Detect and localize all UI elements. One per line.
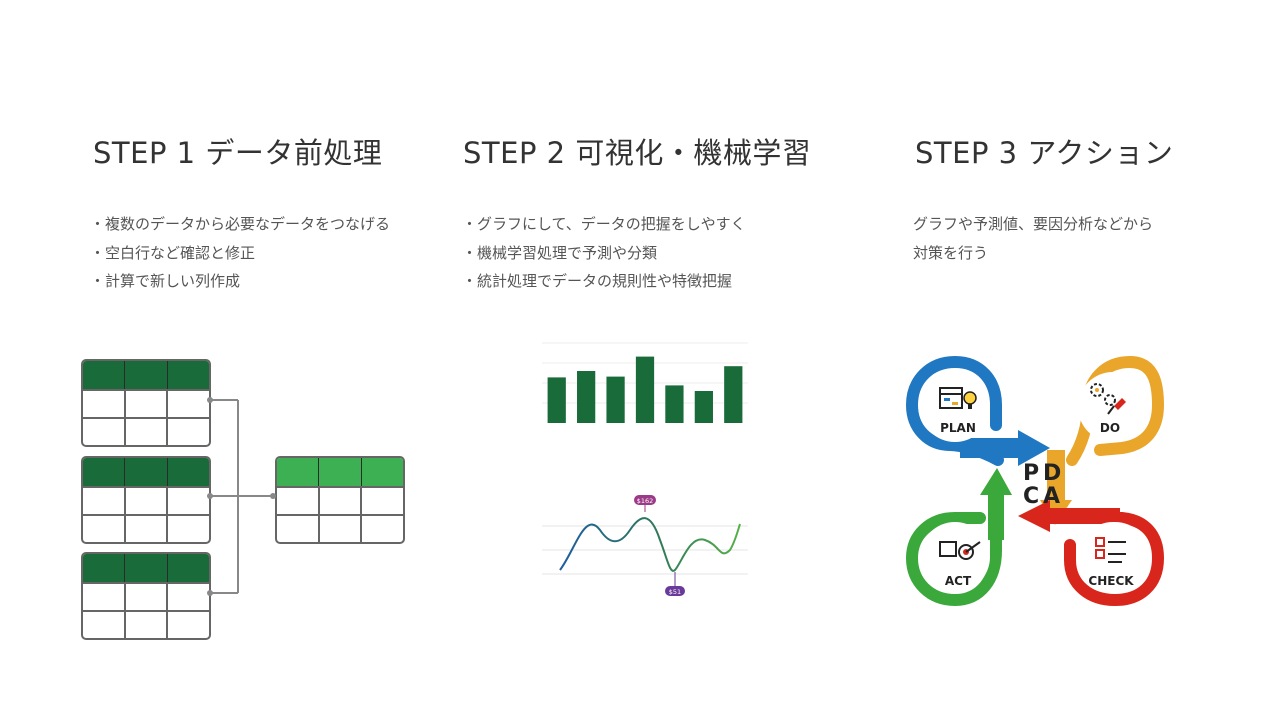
center-letter-p: P [1023, 461, 1039, 486]
annotation-low: $51 [665, 572, 685, 596]
plan-icon [939, 387, 977, 409]
center-letter-d: D [1043, 461, 1061, 486]
bar [606, 376, 625, 423]
act-label: ACT [945, 574, 972, 588]
annotation-high: $162 [634, 495, 656, 512]
source-table-2 [81, 456, 211, 544]
step3-description: グラフや予測値、要因分析などから 対策を行う [913, 210, 1153, 267]
bar [665, 385, 684, 423]
bar [547, 377, 566, 423]
svg-text:$51: $51 [669, 588, 681, 596]
svg-text:$162: $162 [637, 497, 654, 505]
step3-desc-line: グラフや予測値、要因分析などから [913, 215, 1154, 233]
bar [724, 366, 743, 423]
step1-bullet: ・計算で新しい列作成 [90, 272, 241, 290]
bar [577, 371, 596, 423]
target-icon [939, 541, 981, 560]
merged-table [275, 456, 405, 544]
step2-bullet: ・機械学習処理で予測や分類 [462, 243, 658, 262]
step3-desc-line: 対策を行う [913, 243, 989, 262]
step2-bullet: ・統計処理でデータの規則性や特徴把握 [462, 272, 733, 290]
step1-title: STEP 1 データ前処理 [93, 136, 383, 170]
source-table-1 [81, 359, 211, 447]
source-table-3 [81, 552, 211, 640]
line-series [559, 517, 741, 572]
step2-bullets: ・グラフにして、データの把握をしやすく ・機械学習処理で予測や分類 ・統計処理で… [462, 210, 746, 296]
step3-title: STEP 3 アクション [915, 136, 1174, 170]
step2-title: STEP 2 可視化・機械学習 [463, 136, 812, 170]
plan-label: PLAN [940, 421, 976, 435]
pdca-cycle: P D C A PLAN DO CHECK ACT [905, 355, 1165, 607]
bar-chart [542, 342, 748, 423]
connector-lines [207, 397, 276, 596]
step1-bullet: ・複数のデータから必要なデータをつなげる [90, 215, 391, 233]
step2-bullet: ・グラフにして、データの把握をしやすく [462, 215, 746, 233]
checklist-icon [1095, 537, 1126, 563]
plan-segment [905, 355, 1050, 466]
center-letter-a: A [1043, 484, 1060, 509]
step1-bullet: ・空白行など確認と修正 [90, 243, 256, 262]
do-label: DO [1100, 421, 1120, 435]
check-label: CHECK [1088, 574, 1134, 588]
center-letter-c: C [1023, 484, 1039, 509]
line-chart: $162 $51 [542, 495, 748, 596]
step1-bullets: ・複数のデータから必要なデータをつなげる ・空白行など確認と修正 ・計算で新しい… [90, 210, 390, 296]
bar [694, 391, 713, 423]
bar [635, 356, 655, 423]
gear-icon [1090, 383, 1126, 415]
